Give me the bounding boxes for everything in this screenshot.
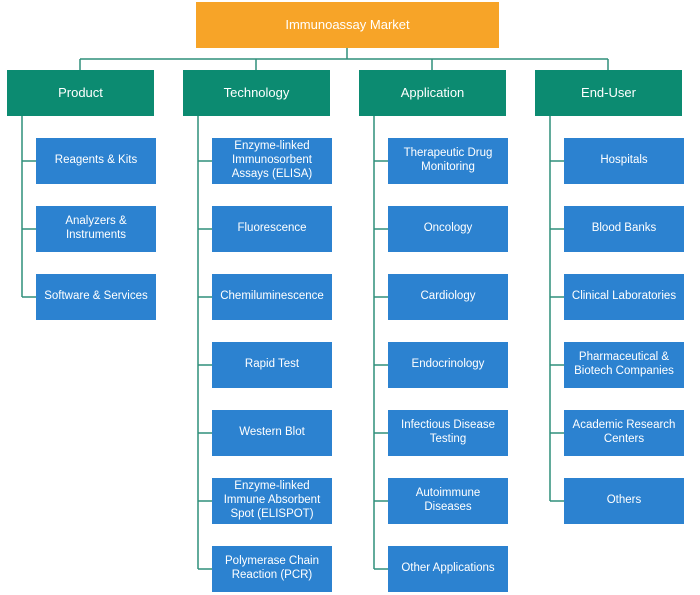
- application-node: Cardiology: [388, 274, 508, 320]
- root-label: Immunoassay Market: [285, 17, 410, 33]
- node-label: Infectious Disease Testing: [401, 419, 495, 445]
- technology-node: Fluorescence: [212, 206, 332, 252]
- category-technology: Technology: [183, 70, 330, 116]
- category-label: Product: [58, 85, 103, 101]
- technology-node: Enzyme-linked Immune Absorbent Spot (ELI…: [212, 478, 332, 524]
- end-user-node: Clinical Laboratories: [564, 274, 684, 320]
- node-label: Oncology: [423, 222, 473, 235]
- node-label: Polymerase Chain Reaction (PCR): [225, 555, 319, 581]
- node-label: Fluorescence: [237, 222, 307, 235]
- node-label: Academic Research Centers: [572, 419, 676, 445]
- node-label: Clinical Laboratories: [571, 290, 677, 303]
- node-label: Reagents & Kits: [54, 154, 138, 167]
- end-user-node: Blood Banks: [564, 206, 684, 252]
- application-node: Other Applications: [388, 546, 508, 592]
- end-user-node: Academic Research Centers: [564, 410, 684, 456]
- application-node: Infectious Disease Testing: [388, 410, 508, 456]
- category-product: Product: [7, 70, 154, 116]
- application-node: Autoimmune Diseases: [388, 478, 508, 524]
- node-label: Blood Banks: [591, 222, 657, 235]
- technology-node: Chemiluminescence: [212, 274, 332, 320]
- end-user-node: Hospitals: [564, 138, 684, 184]
- end-user-node: Others: [564, 478, 684, 524]
- node-label: Western Blot: [239, 426, 305, 439]
- application-node: Oncology: [388, 206, 508, 252]
- node-label: Cardiology: [420, 290, 476, 303]
- node-label: Others: [606, 494, 642, 507]
- node-label: Endocrinology: [411, 358, 485, 371]
- category-application: Application: [359, 70, 506, 116]
- node-label: Other Applications: [401, 562, 495, 575]
- node-label: Therapeutic Drug Monitoring: [403, 147, 493, 173]
- node-label: Chemiluminescence: [220, 290, 324, 303]
- technology-node: Polymerase Chain Reaction (PCR): [212, 546, 332, 592]
- technology-node: Western Blot: [212, 410, 332, 456]
- technology-node: Rapid Test: [212, 342, 332, 388]
- node-label: Hospitals: [600, 154, 648, 167]
- product-node: Analyzers & Instruments: [36, 206, 156, 252]
- category-end-user: End-User: [535, 70, 682, 116]
- category-label: Application: [400, 85, 465, 101]
- application-node: Therapeutic Drug Monitoring: [388, 138, 508, 184]
- node-label: Pharmaceutical & Biotech Companies: [574, 351, 674, 377]
- application-node: Endocrinology: [388, 342, 508, 388]
- technology-node: Enzyme-linked Immunosorbent Assays (ELIS…: [212, 138, 332, 184]
- root-node: Immunoassay Market: [196, 2, 499, 48]
- node-label: Enzyme-linked Immunosorbent Assays (ELIS…: [231, 140, 313, 180]
- node-label: Software & Services: [44, 290, 148, 303]
- product-node: Reagents & Kits: [36, 138, 156, 184]
- node-label: Autoimmune Diseases: [415, 487, 481, 513]
- node-label: Rapid Test: [244, 358, 300, 371]
- category-label: Technology: [223, 85, 290, 101]
- node-label: Enzyme-linked Immune Absorbent Spot (ELI…: [223, 480, 321, 520]
- category-label: End-User: [581, 85, 636, 101]
- end-user-node: Pharmaceutical & Biotech Companies: [564, 342, 684, 388]
- product-node: Software & Services: [36, 274, 156, 320]
- node-label: Analyzers & Instruments: [65, 215, 127, 241]
